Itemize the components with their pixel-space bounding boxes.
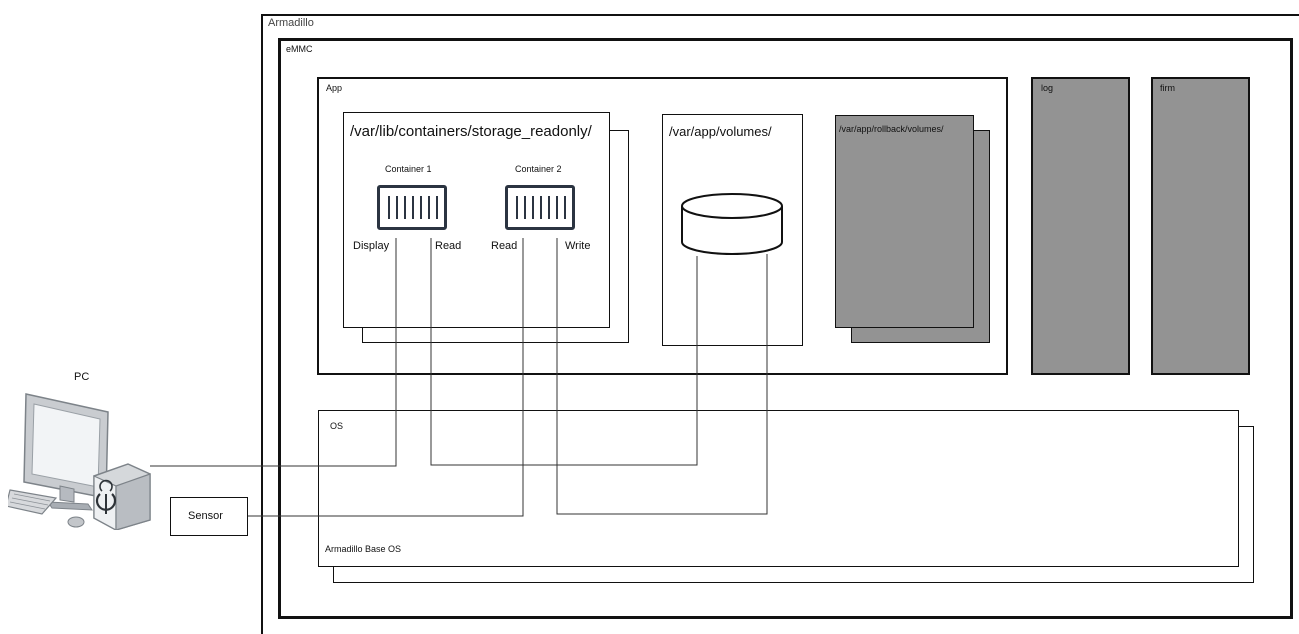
- volume-cylinder-icon: [681, 193, 783, 255]
- sensor-label: Sensor: [188, 510, 223, 522]
- firm-label: firm: [1160, 83, 1175, 93]
- emmc-label: eMMC: [286, 44, 313, 54]
- os-label: OS: [330, 421, 344, 431]
- volumes-label: /var/app/volumes/: [669, 124, 772, 139]
- container-2-icon: [505, 185, 575, 230]
- log-label: log: [1041, 83, 1054, 93]
- sensor-box: [170, 497, 248, 536]
- armadillo-label: Armadillo: [268, 17, 314, 29]
- os-frame: [318, 410, 1239, 567]
- c2-write-volume-connector: [556, 238, 768, 515]
- container-1-icon: [377, 185, 447, 230]
- firm-partition: [1151, 77, 1250, 375]
- app-label: App: [326, 83, 343, 93]
- storage-readonly-label: /var/lib/containers/storage_readonly/: [350, 123, 592, 140]
- base-os-label: Armadillo Base OS: [325, 544, 402, 554]
- container-1-display-label: Display: [353, 240, 390, 252]
- container-2-title: Container 2: [515, 164, 562, 174]
- c1-read-volume-connector: [430, 238, 698, 466]
- log-partition: [1031, 77, 1130, 375]
- rollback-label: /var/app/rollback/volumes/: [839, 124, 944, 134]
- container-1-read-label: Read: [435, 240, 462, 252]
- sensor-read-connector: [248, 238, 524, 517]
- pc-label: PC: [74, 371, 90, 383]
- container-1-title: Container 1: [385, 164, 432, 174]
- container-2-write-label: Write: [565, 240, 591, 252]
- container-2-read-label: Read: [491, 240, 518, 252]
- pc-icon: [8, 393, 151, 530]
- pc-display-connector: [150, 238, 397, 467]
- rollback-frame: [835, 115, 974, 328]
